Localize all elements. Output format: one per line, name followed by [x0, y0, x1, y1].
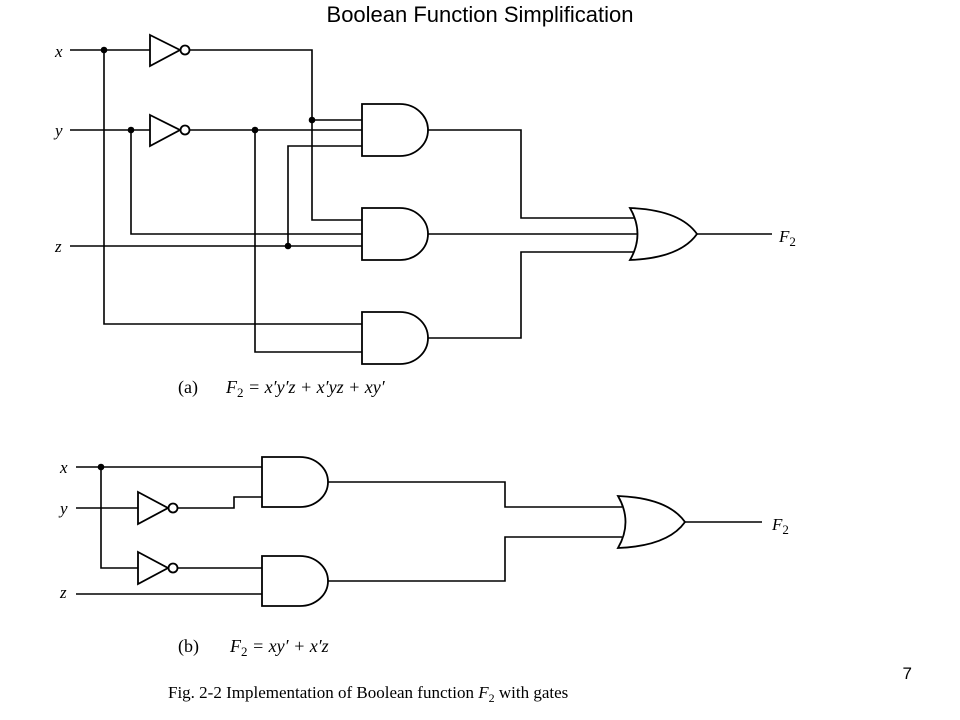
wire-and3-to-or [428, 251, 636, 339]
input-label-x: x [54, 42, 63, 61]
junction-dot [308, 116, 316, 124]
input-label-z: z [54, 237, 62, 256]
and-gate-2 [361, 207, 429, 261]
wire-yprime-to-and1 [178, 496, 262, 509]
wire-yprime-to-and3 [254, 130, 362, 353]
wire-x-to-inverter [100, 467, 138, 569]
output-label-f2: F2 [771, 515, 789, 537]
and-gate-3 [361, 311, 429, 365]
input-label-x: x [59, 458, 68, 477]
junction-dot [251, 126, 259, 134]
and-gate-1 [361, 103, 429, 157]
not-gate-y [149, 113, 191, 148]
wire-z-to-and1 [287, 145, 362, 246]
wire-y-to-and2 [130, 130, 362, 235]
not-gate-y [137, 490, 179, 526]
junction-dot [127, 126, 135, 134]
equation-a: F2 = x′y′z + x′yz + xy′ [225, 377, 386, 400]
wire-xprime-to-and2 [190, 49, 362, 221]
and-gate-1 [261, 456, 329, 508]
wire-and1-to-or [428, 129, 636, 219]
label-b: (b) [178, 636, 199, 657]
figure-caption: Fig. 2-2 Implementation of Boolean funct… [168, 683, 568, 705]
not-gate-x [137, 550, 179, 586]
or-gate [628, 207, 699, 261]
circuit-b-gates [137, 456, 687, 607]
or-gate [616, 495, 687, 549]
not-gate-x [149, 33, 191, 68]
circuit-b: x y z [58, 456, 789, 659]
junction-dot [284, 242, 292, 250]
circuit-a-junctions [100, 46, 316, 250]
wire-and1-to-or [328, 481, 622, 508]
label-a: (a) [178, 377, 198, 398]
input-label-y: y [53, 121, 63, 140]
output-label-f2: F2 [778, 227, 796, 249]
slide-number: 7 [902, 664, 912, 683]
wire-and2-to-or [328, 536, 622, 582]
circuit-a-gates [149, 33, 699, 365]
wire-x-to-and3 [103, 50, 362, 325]
and-gate-2 [261, 555, 329, 607]
equation-b: F2 = xy′ + x′z [229, 636, 329, 659]
input-label-z: z [59, 583, 67, 602]
junction-dot [100, 46, 108, 54]
slide-title: Boolean Function Simplification [326, 2, 634, 27]
circuit-a: x y z [53, 33, 796, 400]
circuit-a-wires [70, 49, 772, 353]
circuit-b-junctions [97, 463, 105, 471]
junction-dot [97, 463, 105, 471]
input-label-y: y [58, 499, 68, 518]
circuit-b-wires [76, 466, 762, 595]
